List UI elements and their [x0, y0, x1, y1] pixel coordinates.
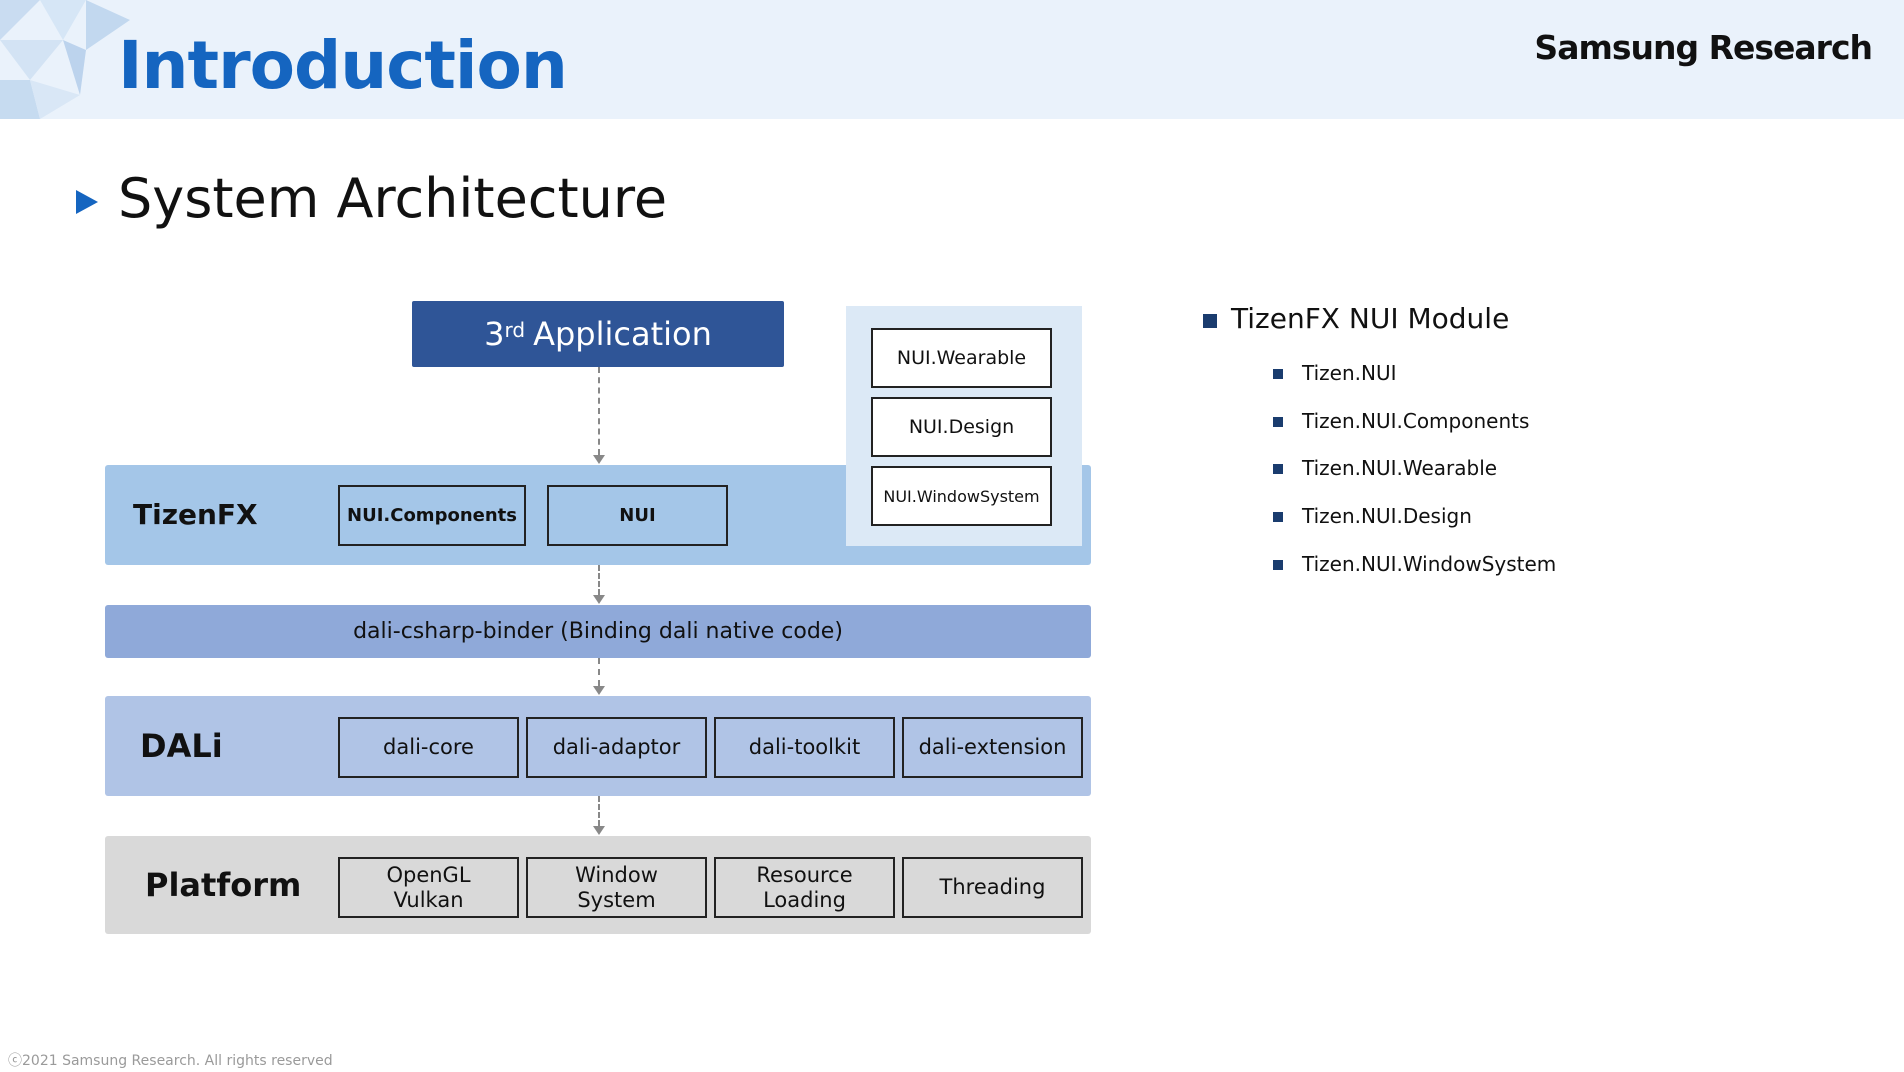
arrow-line: [598, 565, 600, 595]
arrow-down-icon: [593, 455, 605, 464]
triangle-bullet-icon: [76, 190, 98, 214]
copyright-footer: ⓒ2021 Samsung Research. All rights reser…: [8, 1053, 333, 1069]
arrow-down-icon: [593, 826, 605, 835]
decorative-triangles-icon: [0, 0, 130, 119]
arrow-line: [598, 796, 600, 826]
arrow-line: [598, 658, 600, 686]
platform-label: Platform: [145, 866, 302, 904]
section-heading: System Architecture: [118, 167, 668, 230]
nui-components-box: NUI.Components: [338, 485, 526, 546]
brand-logo-text: Samsung Research: [1534, 28, 1873, 67]
opengl-vulkan-box: OpenGL Vulkan: [338, 857, 519, 918]
dali-label: DALi: [140, 727, 223, 765]
module-list-title: TizenFX NUI Module: [1231, 302, 1510, 335]
list-item: Tizen.NUI.WindowSystem: [1302, 552, 1557, 576]
arrow-down-icon: [593, 595, 605, 604]
binder-layer: dali-csharp-binder (Binding dali native …: [105, 605, 1091, 658]
tizenfx-label: TizenFX: [133, 498, 258, 531]
square-bullet-icon: [1273, 560, 1283, 570]
square-bullet-icon: [1273, 512, 1283, 522]
square-bullet-icon: [1273, 417, 1283, 427]
application-label: Application: [533, 315, 712, 353]
box-line: Loading: [763, 887, 846, 912]
list-item: Tizen.NUI.Wearable: [1302, 456, 1498, 480]
box-line: Window: [575, 862, 658, 887]
dali-adaptor-box: dali-adaptor: [526, 717, 707, 778]
application-prefix: 3: [484, 315, 505, 353]
binder-label: dali-csharp-binder (Binding dali native …: [353, 619, 843, 644]
nui-box: NUI: [547, 485, 728, 546]
box-line: Resource: [756, 862, 853, 887]
dali-toolkit-box: dali-toolkit: [714, 717, 895, 778]
application-sup: rd: [504, 318, 526, 342]
arrow-down-icon: [593, 686, 605, 695]
box-line: OpenGL: [386, 862, 471, 887]
header-bar: [0, 0, 1904, 119]
box-line: Vulkan: [393, 887, 464, 912]
threading-box: Threading: [902, 857, 1083, 918]
list-item: Tizen.NUI.Design: [1302, 504, 1472, 528]
box-line: Threading: [939, 875, 1046, 899]
list-item: Tizen.NUI.Components: [1302, 409, 1530, 433]
nui-windowsystem-box: NUI.WindowSystem: [871, 466, 1052, 526]
square-bullet-icon: [1203, 314, 1217, 328]
dali-extension-box: dali-extension: [902, 717, 1083, 778]
page-title: Introduction: [118, 27, 568, 104]
square-bullet-icon: [1273, 369, 1283, 379]
dali-core-box: dali-core: [338, 717, 519, 778]
box-line: System: [577, 887, 656, 912]
nui-wearable-box: NUI.Wearable: [871, 328, 1052, 388]
resource-loading-box: Resource Loading: [714, 857, 895, 918]
arrow-line: [598, 367, 600, 455]
window-system-box: Window System: [526, 857, 707, 918]
nui-design-box: NUI.Design: [871, 397, 1052, 457]
square-bullet-icon: [1273, 464, 1283, 474]
dali-layer: [105, 696, 1091, 796]
list-item: Tizen.NUI: [1302, 361, 1397, 385]
